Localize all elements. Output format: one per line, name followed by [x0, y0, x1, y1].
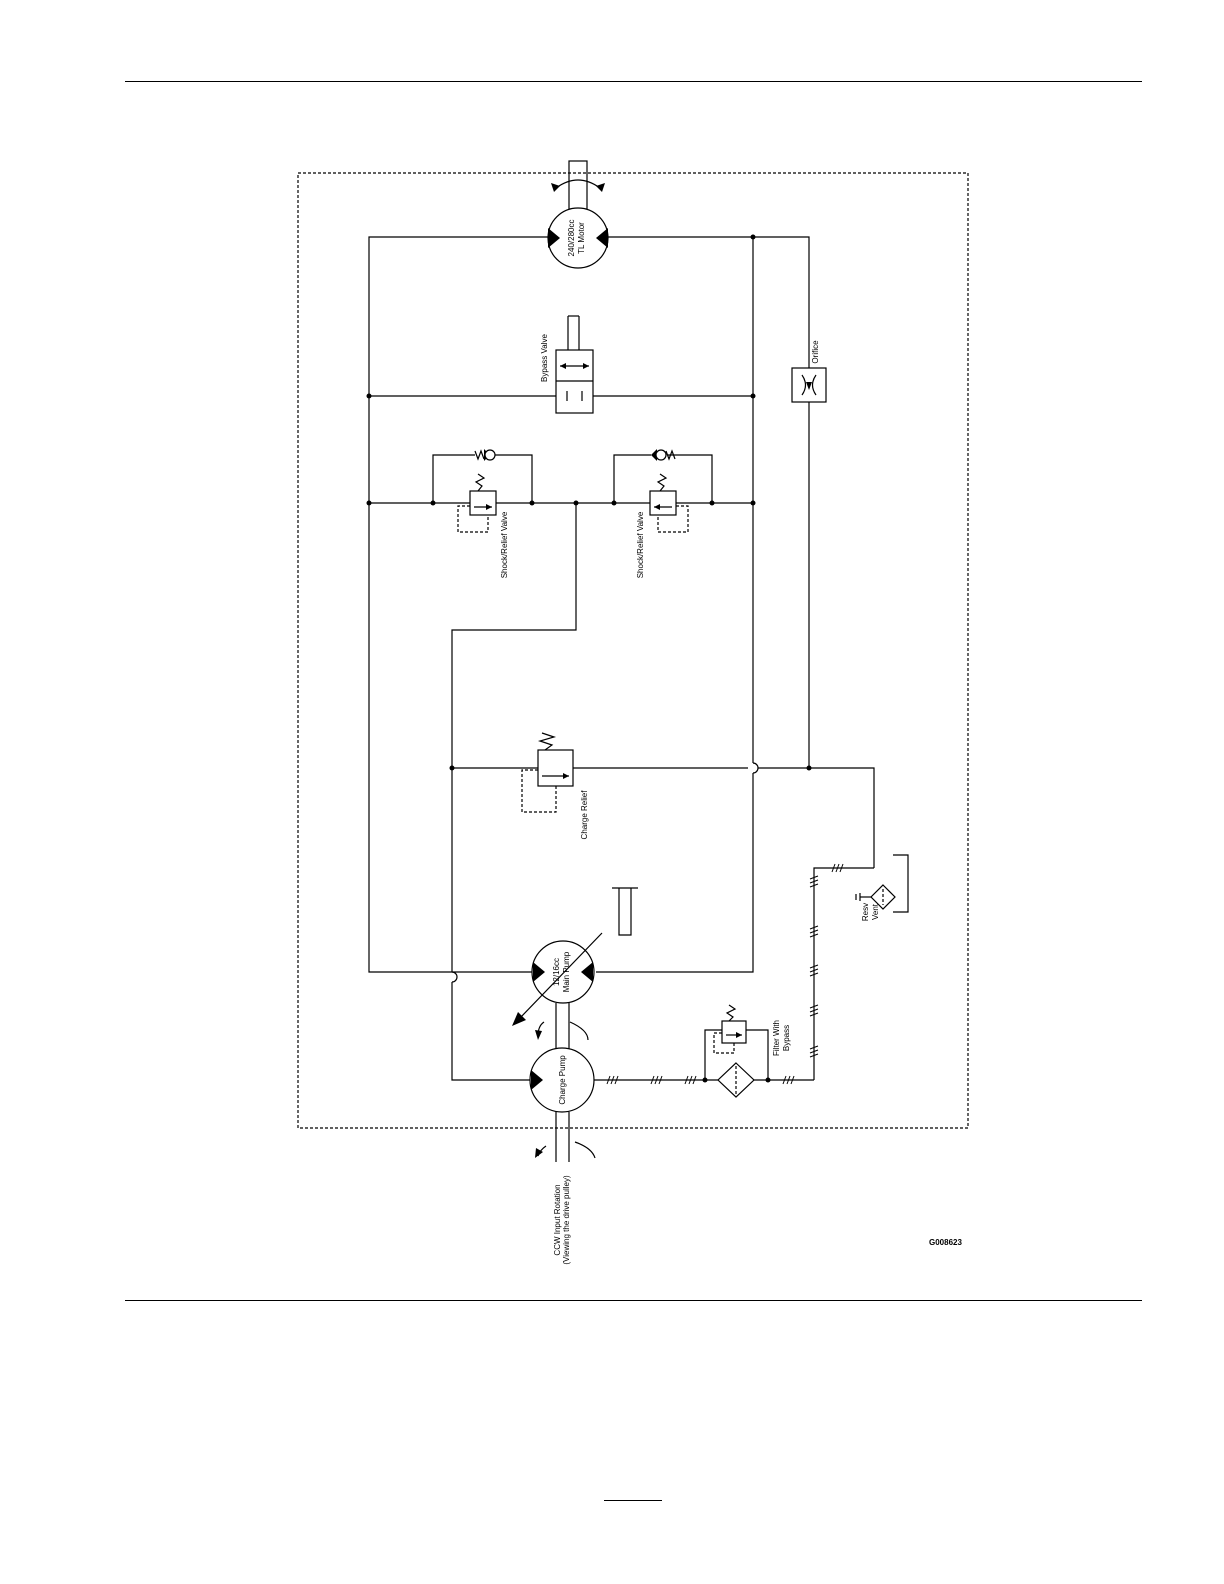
- main-pump-label-2: Main Pump: [562, 951, 571, 992]
- bypass-valve-label: Bypass Valve: [540, 334, 549, 382]
- reservoir-label-1: Resv: [861, 903, 870, 921]
- orifice-symbol: [792, 368, 826, 402]
- orifice-label: Orifice: [811, 340, 820, 364]
- input-rotation-label-2: (Viewing the drive pulley): [562, 1175, 571, 1265]
- figure-id: G008623: [929, 1238, 962, 1247]
- enclosure-boundary: [298, 173, 968, 1128]
- shock-relief-right-label: Shock/Relief Valve: [636, 511, 645, 578]
- reservoir-label-2: Vent: [871, 903, 880, 920]
- main-pump-label-1: 12/16cc: [552, 958, 561, 986]
- shock-relief-left-label: Shock/Relief Valve: [500, 511, 509, 578]
- bypass-valve-symbol: [556, 316, 593, 413]
- suction-line-marks: [607, 864, 843, 1084]
- filter-symbol: [705, 1005, 768, 1097]
- main-pump-symbol: [512, 888, 638, 1049]
- filter-label-2: Bypass: [782, 1025, 791, 1051]
- filter-label-1: Filter With: [772, 1020, 781, 1056]
- shock-relief-valve-right: [614, 449, 712, 532]
- hydraulic-lines: [369, 237, 874, 1080]
- motor-label-2: TL Motor: [577, 222, 586, 254]
- input-rotation-label-1: CCW Input Rotation: [553, 1184, 562, 1255]
- charge-relief-symbol: [522, 733, 573, 812]
- charge-pump-label: Charge Pump: [558, 1055, 567, 1105]
- shock-relief-valve-left: [433, 449, 532, 532]
- motor-label-1: 240/280cc: [567, 220, 576, 257]
- charge-relief-label: Charge Relief: [580, 790, 589, 840]
